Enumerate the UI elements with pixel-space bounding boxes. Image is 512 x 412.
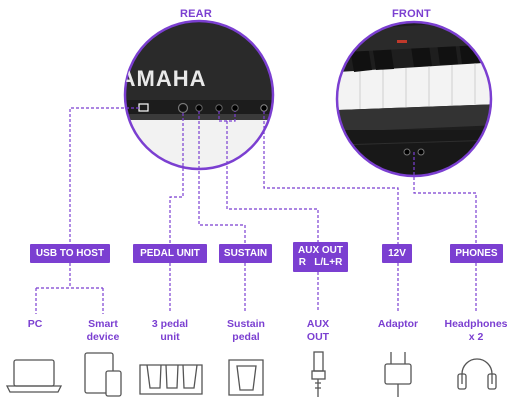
smart-device-label: Smart device [86,318,120,343]
pedal-unit-jack-icon [177,102,189,114]
front-panel-magnifier [335,20,493,178]
rear-panel-magnifier [123,19,275,171]
sustain-pedal-icon [228,359,264,396]
pedal-unit-label: 3 pedal unit [151,318,189,343]
aux-out-badge: AUX OUT R L/L+R [293,242,348,272]
sustain-jack-icon [195,104,203,112]
rear-section-title: REAR [180,8,212,20]
aux-l-jack-icon [231,104,239,112]
adaptor-icon [384,352,412,397]
pc-label: PC [27,318,43,330]
power-12v-badge: 12V [382,244,412,263]
connection-lines [35,107,477,314]
aux-out-label: AUX OUT [306,318,330,343]
aux-out-plug-icon [311,351,326,397]
phones-jack-1-icon [403,148,411,156]
sustain-pedal-label: Sustain pedal [227,318,265,343]
usb-to-host-badge: USB TO HOST [30,244,110,263]
phones-jack-2-icon [417,148,425,156]
sustain-badge: SUSTAIN [219,244,272,263]
front-section-title: FRONT [392,8,431,20]
dc-in-jack-icon [260,104,268,112]
headphones-label: Headphones x 2 [444,318,508,343]
phones-badge: PHONES [450,244,503,263]
headphones-icon [457,358,497,390]
smart-device-icon [84,352,122,397]
aux-r-jack-icon [215,104,223,112]
brand-logo-text: YAMAHA [106,66,207,91]
adaptor-label: Adaptor [377,318,419,330]
pc-icon [5,359,63,393]
pedal-unit-badge: PEDAL UNIT [133,244,207,263]
pedal-unit-icon [139,364,203,395]
